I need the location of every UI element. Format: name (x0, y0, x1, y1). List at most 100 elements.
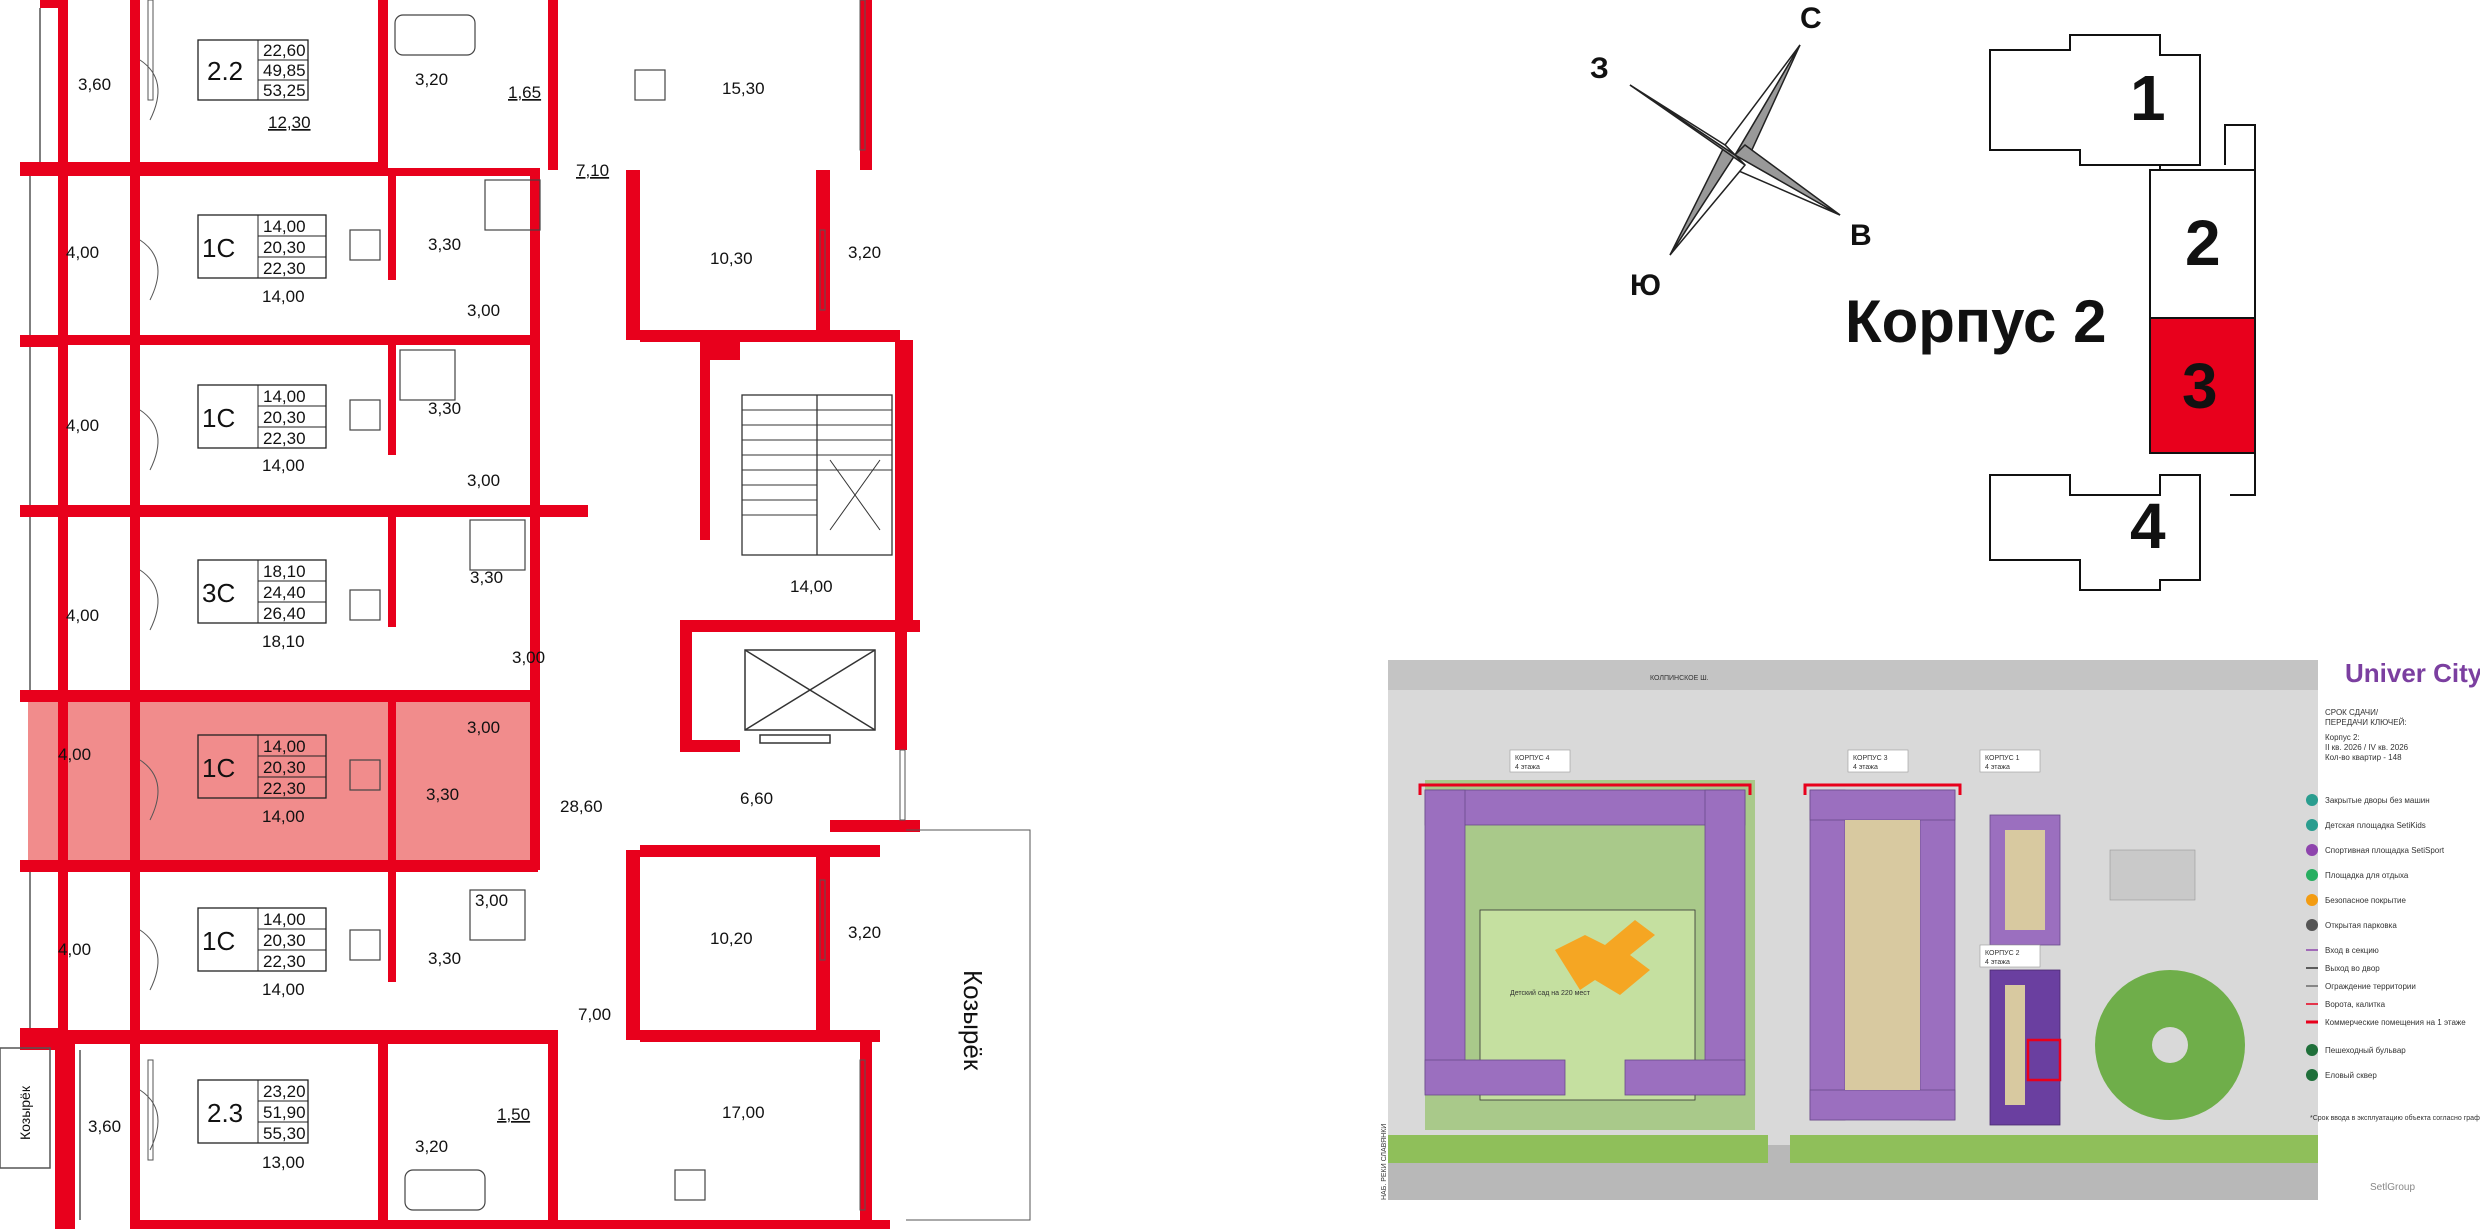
room-area: 17,00 (722, 1103, 765, 1122)
room-area: 3,20 (415, 1137, 448, 1156)
room-area: 12,30 (268, 113, 311, 132)
apt-1c-1-area-full: 22,30 (263, 259, 306, 278)
room-area: 1,65 (508, 83, 541, 102)
room-area: 3,00 (467, 471, 500, 490)
apt-1c-4-area-total: 20,30 (263, 931, 306, 950)
info-line: ПЕРЕДАЧИ КЛЮЧЕЙ: (2325, 718, 2407, 727)
legend-item: Вход в секцию (2325, 946, 2379, 955)
apt-2-2-area-full: 53,25 (263, 81, 306, 100)
apt-1c-2-area-living: 14,00 (263, 387, 306, 406)
compass-north: С (1800, 2, 1822, 35)
key-plan: 1 2 3 4 Корпус 2 (1845, 34, 2256, 591)
room-area: 3,00 (475, 891, 508, 910)
legend-item: Спортивная площадка SetiSport (2325, 846, 2445, 855)
room-area: 4,00 (66, 416, 99, 435)
apt-3c-area-full: 26,40 (263, 604, 306, 623)
room-area: 4,00 (58, 745, 91, 764)
apt-3c-area-living: 18,10 (263, 562, 306, 581)
building-floors-3: 4 этажа (1853, 764, 1878, 771)
brand-logo: Univer City (2345, 658, 2480, 688)
apt-1c-sel-area-full: 22,30 (263, 779, 306, 798)
apt-label-1c-1: 1С (202, 233, 235, 263)
footnote: *Срок ввода в эксплуатацию объекта согла… (2310, 1114, 2480, 1122)
apt-1c-sel-area-living: 14,00 (263, 737, 306, 756)
site-plan: КОЛПИНСКОЕ Ш. НАБ. РЕКИ СЛАВЯНКИ Детский… (1381, 658, 2480, 1200)
kindergarten-label: Детский сад на 220 мест (1510, 989, 1591, 997)
section-2-label: 2 (2185, 207, 2221, 279)
apt-1c-2-area-total: 20,30 (263, 408, 306, 427)
apt-1c-sel-area-total: 20,30 (263, 758, 306, 777)
apt-1c-2-area-full: 22,30 (263, 429, 306, 448)
compass-east: В (1850, 219, 1872, 252)
apt-2-3-area-full: 55,30 (263, 1124, 306, 1143)
info-line: СРОК СДАЧИ/ (2325, 708, 2379, 717)
apt-label-2-3: 2.3 (207, 1098, 243, 1128)
info-line: Кол-во квартир - 148 (2325, 753, 2402, 762)
legend-item: Выход во двор (2325, 964, 2380, 973)
room-area: 15,30 (722, 79, 765, 98)
room-area: 13,00 (262, 1153, 305, 1172)
room-area: 3,30 (426, 785, 459, 804)
room-area: 14,00 (262, 456, 305, 475)
section-3-selected[interactable] (2149, 317, 2256, 454)
room-area: 3,30 (428, 399, 461, 418)
room-area: 3,00 (512, 648, 545, 667)
room-area: 3,00 (467, 301, 500, 320)
legend-item: Закрытые дворы без машин (2325, 796, 2430, 805)
apt-2-2-area-total: 49,85 (263, 61, 306, 80)
building-label-4: КОРПУС 4 (1515, 755, 1550, 762)
selected-apartment-highlight[interactable] (28, 695, 540, 865)
legend-item: Коммерческие помещения на 1 этаже (2325, 1018, 2466, 1027)
room-area: 1,50 (497, 1105, 530, 1124)
room-area: 10,30 (710, 249, 753, 268)
section-4-outline[interactable] (1989, 474, 2201, 591)
room-area: 14,00 (262, 807, 305, 826)
canopy-label-left: Козырёк (17, 1085, 33, 1140)
section-4-label: 4 (2130, 490, 2166, 562)
building-label-2: КОРПУС 2 (1985, 950, 2020, 957)
room-area: 3,30 (428, 949, 461, 968)
section-3-label: 3 (2182, 350, 2218, 422)
apt-label-1c-selected: 1С (202, 753, 235, 783)
room-area: 4,00 (66, 243, 99, 262)
room-area: 6,60 (740, 789, 773, 808)
legend-item: Детская площадка SetiKids (2325, 821, 2426, 830)
room-area: 14,00 (262, 980, 305, 999)
room-area: 10,20 (710, 929, 753, 948)
apt-1c-4-area-full: 22,30 (263, 952, 306, 971)
legend-item: Ворота, калитка (2325, 1000, 2386, 1009)
room-area: 3,00 (467, 718, 500, 737)
room-area: 4,00 (66, 606, 99, 625)
road-top-label: КОЛПИНСКОЕ Ш. (1650, 675, 1709, 682)
apt-2-3-area-total: 51,90 (263, 1103, 306, 1122)
apt-label-2-2: 2.2 (207, 56, 243, 86)
room-area: 4,00 (58, 940, 91, 959)
apt-1c-1-area-living: 14,00 (263, 217, 306, 236)
info-line: II кв. 2026 / IV кв. 2026 (2325, 743, 2409, 752)
building-floors-4: 4 этажа (1515, 764, 1540, 771)
room-area: 3,60 (88, 1117, 121, 1136)
legend-item: Ограждение территории (2325, 982, 2416, 991)
legend-item: Открытая парковка (2325, 921, 2397, 930)
floor-plan: 2.2 1С 1С 3С 1С 1С 2.3 22,60 49,85 53,25… (0, 0, 1031, 1229)
road-left-label: НАБ. РЕКИ СЛАВЯНКИ (1381, 1124, 1388, 1200)
apt-1c-4-area-living: 14,00 (263, 910, 306, 929)
building-floors-1: 4 этажа (1985, 764, 2010, 771)
room-area: 18,10 (262, 632, 305, 651)
canopy-label-right: Козырёк (958, 970, 988, 1071)
compass-rose: С В Ю З (1590, 2, 1872, 300)
apt-label-3c: 3С (202, 578, 235, 608)
room-area: 3,30 (470, 568, 503, 587)
section-1-outline[interactable] (1989, 34, 2201, 166)
room-area: 7,10 (576, 161, 609, 180)
section-1-label: 1 (2130, 62, 2166, 134)
room-area: 3,60 (78, 75, 111, 94)
info-line: Корпус 2: (2325, 733, 2360, 742)
apt-label-1c-2: 1С (202, 403, 235, 433)
room-area: 3,20 (415, 70, 448, 89)
legend-item: Пешеходный бульвар (2325, 1046, 2406, 1055)
room-area: 28,60 (560, 797, 603, 816)
compass-west: З (1590, 52, 1609, 85)
apt-2-3-area-living: 23,20 (263, 1082, 306, 1101)
building-floors-2: 4 этажа (1985, 959, 2010, 966)
